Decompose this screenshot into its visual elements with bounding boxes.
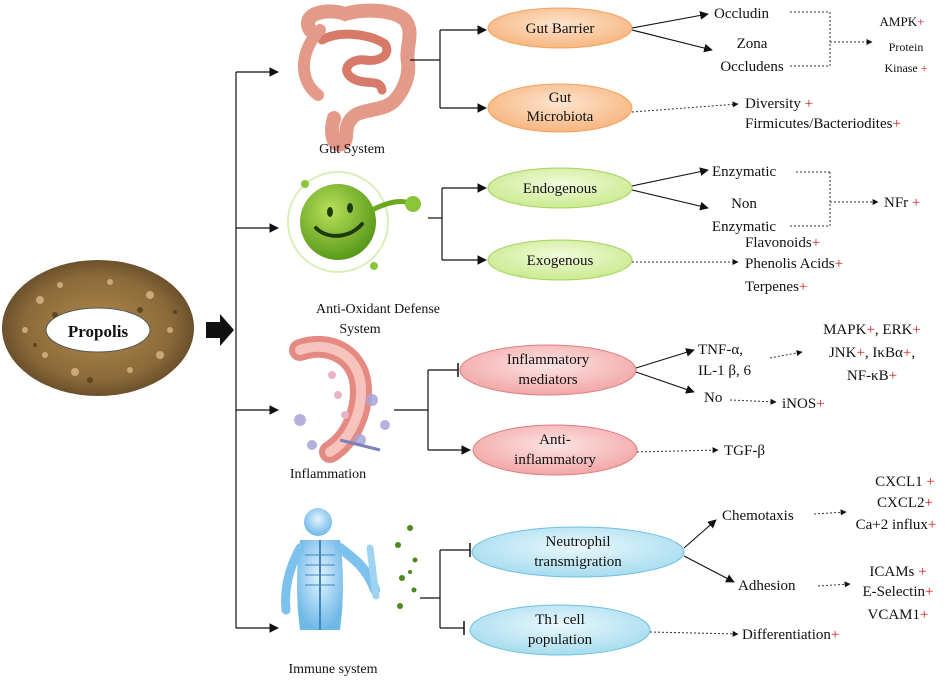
enzymatic-label: Enzymatic [712, 164, 776, 180]
ca-label: Ca+2 influx+ [856, 517, 937, 533]
gut-microbiota-line2: Microbiota [527, 109, 594, 125]
chemotaxis-label: Chemotaxis [722, 508, 794, 524]
inos-label: iNOS+ [782, 396, 825, 412]
propolis-label: Propolis [68, 322, 129, 341]
gut-icon [298, 3, 417, 152]
gut-barrier-label: Gut Barrier [526, 21, 595, 37]
inflammatory-mediators-line2: mediators [518, 372, 577, 388]
node-anti-inflammatory: Anti- inflammatory [472, 424, 638, 476]
terpenes-label: Terpenes+ [745, 279, 807, 295]
no-label: No [704, 390, 722, 406]
node-th1: Th1 cell population [469, 604, 651, 656]
phenolis-label: Phenolis Acids+ [745, 256, 843, 272]
immune-body-icon [281, 508, 380, 630]
occludens-label: Occludens [720, 59, 783, 75]
node-exogenous: Exogenous [487, 239, 633, 281]
differentiation-label: Differentiation+ [742, 627, 839, 643]
il-label: IL-1 β, 6 [698, 363, 752, 379]
germs-icon [395, 525, 418, 609]
kinase-label: Kinase + [884, 61, 927, 75]
dotted-connectors [631, 11, 879, 637]
eselectin-label: E-Selectin+ [863, 584, 934, 600]
gut-system-label: Gut System [319, 142, 385, 157]
neutrophil-line2: transmigration [534, 554, 622, 570]
antioxidant-icon [287, 171, 421, 273]
tgf-label: TGF-β [724, 443, 765, 459]
node-inflammatory-mediators: Inflammatory mediators [459, 344, 637, 396]
node-neutrophil: Neutrophil transmigration [471, 526, 685, 578]
inflammation-icon [289, 335, 390, 463]
protein-label: Protein [889, 40, 924, 54]
flavonoids-label: Flavonoids+ [745, 235, 820, 251]
inflammatory-mediators-line1: Inflammatory [507, 352, 590, 368]
anti-inflammatory-line2: inflammatory [514, 452, 596, 468]
nfr-label: NFr + [884, 195, 920, 211]
cxcl2-label: CXCL2+ [877, 495, 933, 511]
antioxidant-label-line2: System [339, 322, 380, 337]
antioxidant-label-line1: Anti-Oxidant Defense [316, 302, 440, 317]
inflammation-label: Inflammation [290, 467, 366, 482]
cxcl1-label: CXCL1 + [875, 474, 935, 490]
th1-line2: population [528, 632, 593, 648]
main-tree [235, 67, 279, 633]
propolis-image: Propolis [2, 260, 194, 396]
connectors [631, 11, 735, 583]
outcomes: Occludin Zona Occludens AMPK+ Protein Ki… [698, 6, 936, 643]
mapk-label: MAPK+, ERK+ [823, 322, 921, 338]
exogenous-label: Exogenous [527, 253, 594, 269]
gut-microbiota-line1: Gut [549, 90, 572, 106]
node-endogenous: Endogenous [487, 167, 633, 209]
branch-lines [394, 25, 487, 635]
jnk-label: JNK+, IκBα+, [829, 345, 915, 361]
tnf-label: TNF-α, [698, 342, 743, 358]
icams-label: ICAMs + [869, 564, 926, 580]
occludin-label: Occludin [714, 6, 769, 22]
nfkb-label: NF-κB+ [847, 368, 897, 384]
node-gut-microbiota: Gut Microbiota [487, 83, 633, 133]
immune-system-label: Immune system [288, 662, 377, 677]
node-gut-barrier: Gut Barrier [487, 7, 633, 49]
firmicutes-label: Firmicutes/Bacteriodites+ [745, 116, 901, 132]
neutrophil-line1: Neutrophil [546, 534, 611, 550]
non-label: Non [731, 196, 757, 212]
zona-label: Zona [737, 36, 768, 52]
adhesion-label: Adhesion [738, 578, 796, 594]
anti-inflammatory-line1: Anti- [539, 432, 571, 448]
diversity-label: Diversity + [745, 96, 813, 112]
non-enzymatic-label: Enzymatic [712, 219, 776, 235]
endogenous-label: Endogenous [523, 181, 597, 197]
th1-line1: Th1 cell [535, 612, 585, 628]
main-arrow-icon [206, 314, 234, 346]
vcam-label: VCAM1+ [868, 607, 929, 623]
ampk-label: AMPK+ [880, 14, 925, 29]
